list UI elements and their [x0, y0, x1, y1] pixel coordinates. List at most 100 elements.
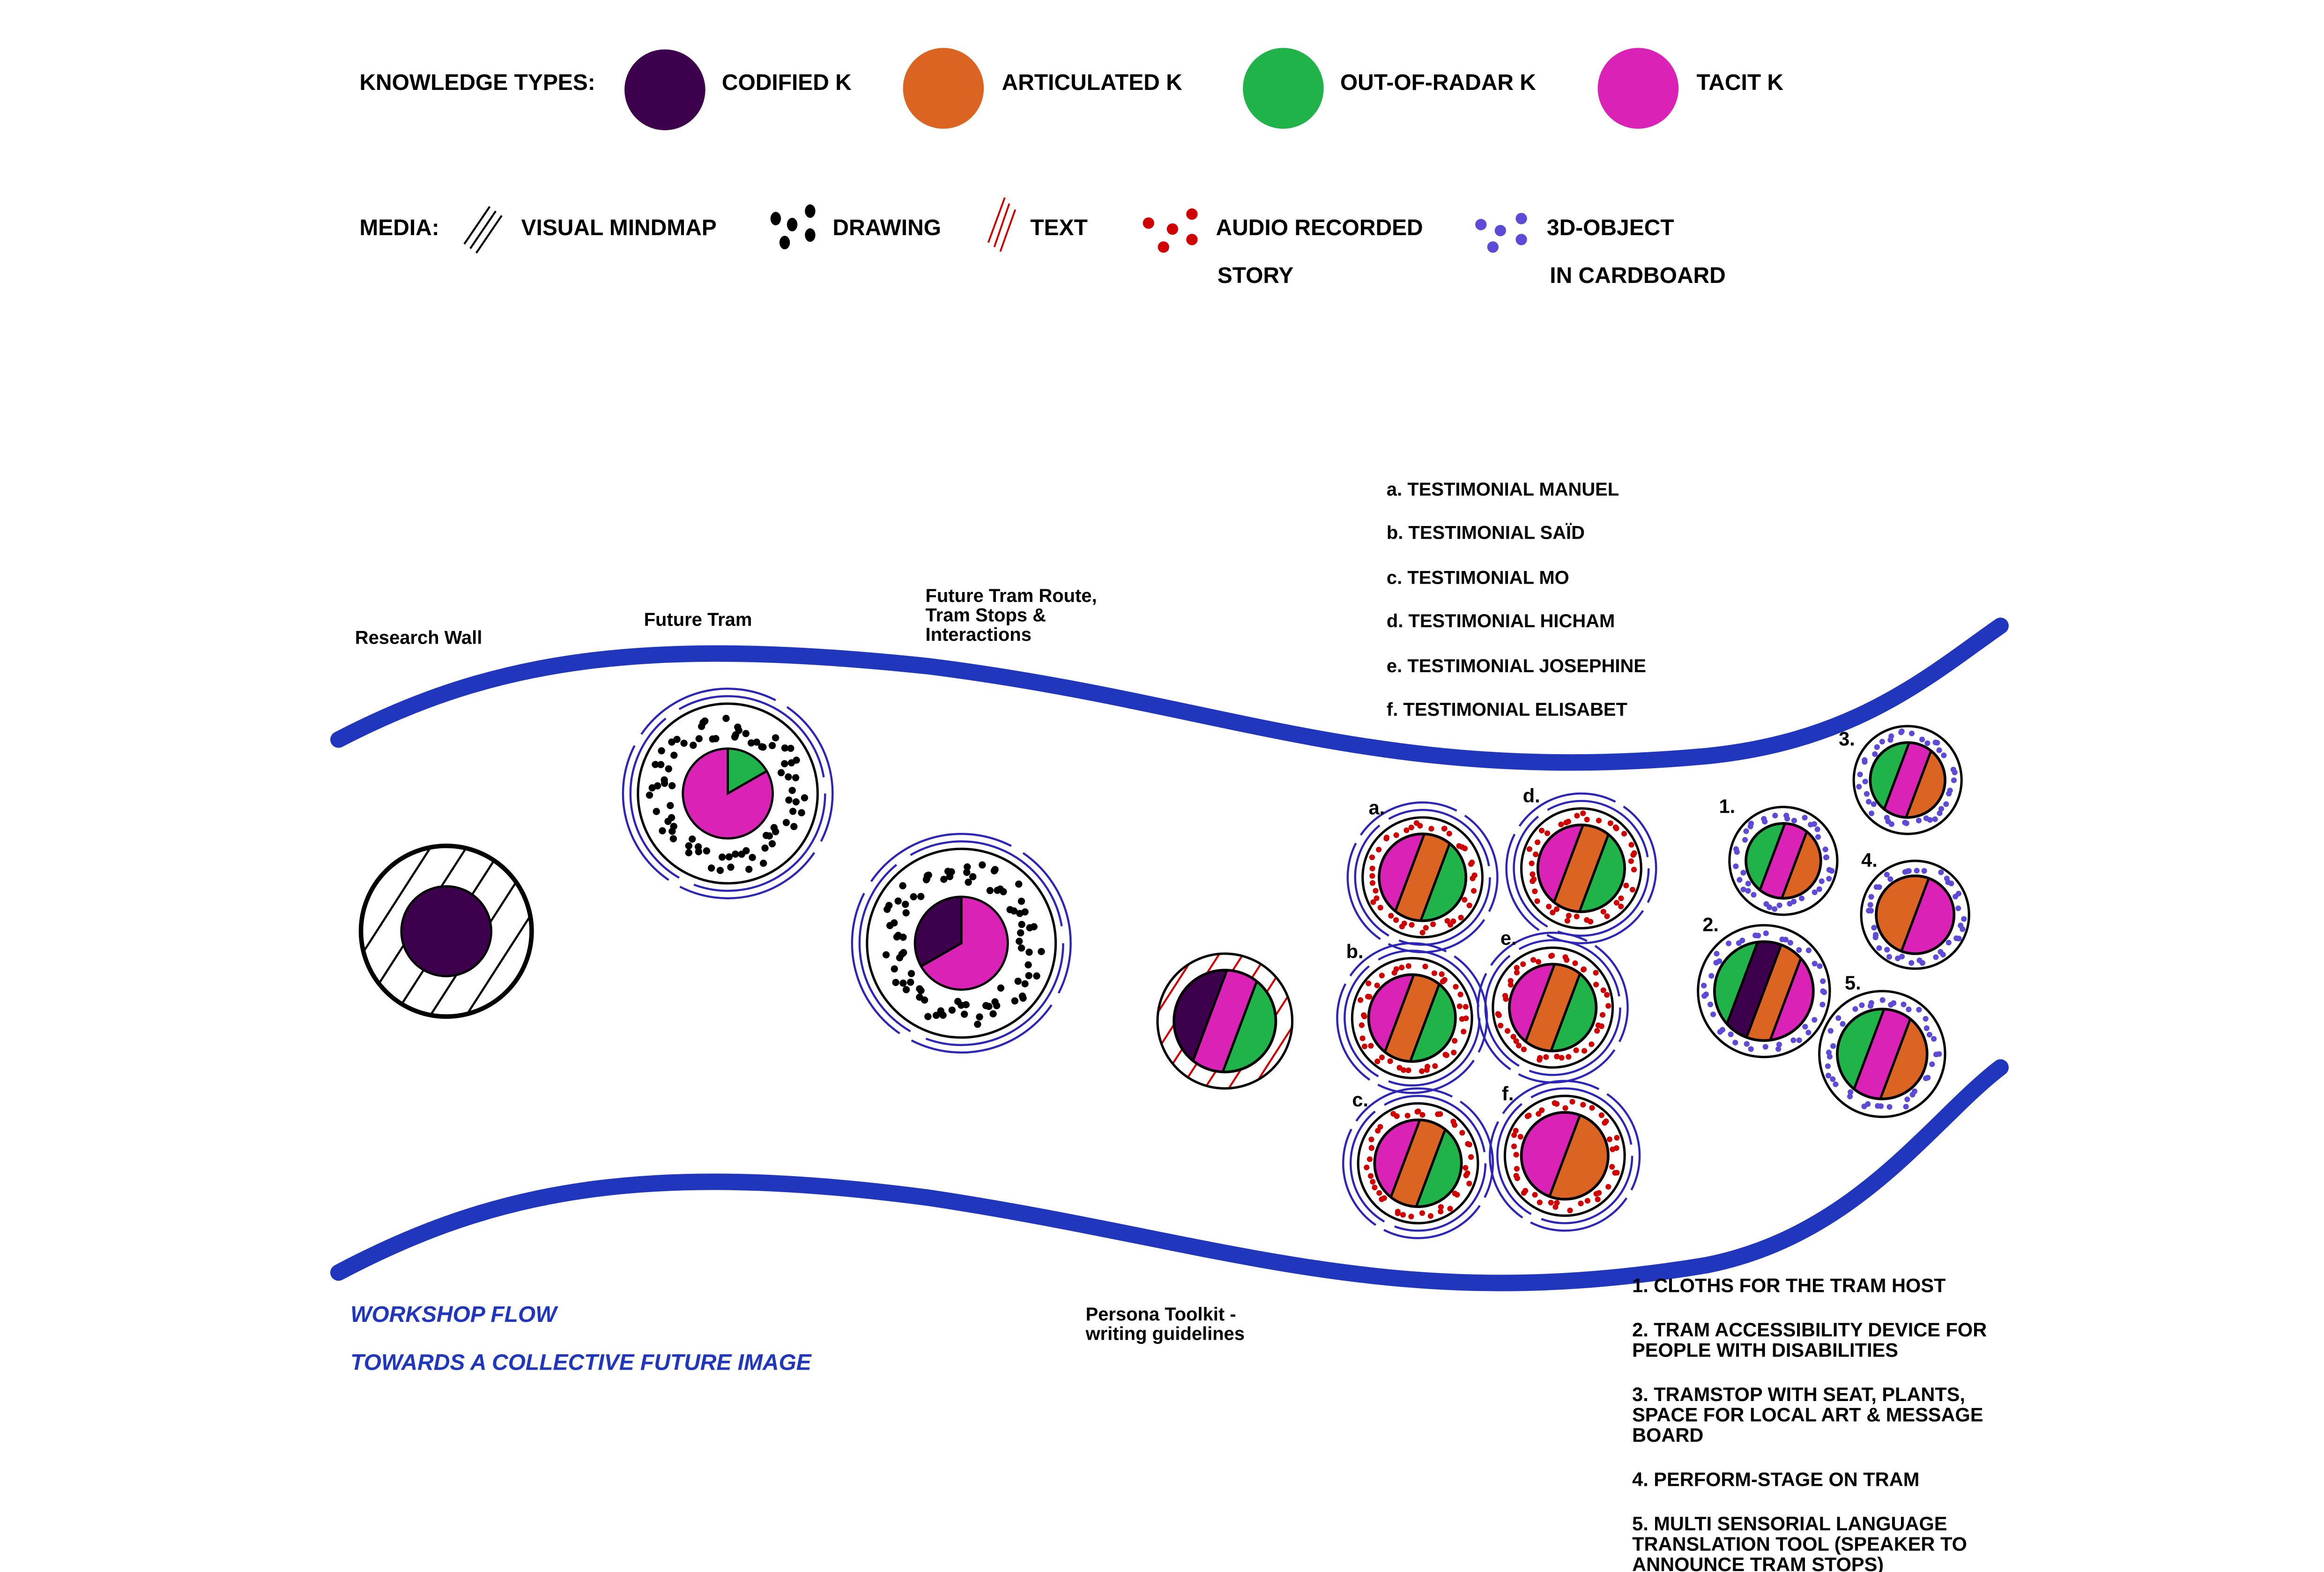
knowledge-stripes — [1379, 834, 1466, 921]
testimonial-circle-c: c. — [1342, 1087, 1494, 1239]
articulated-segment — [1543, 1112, 1608, 1200]
articulated-swatch-icon — [903, 48, 984, 129]
red-dots-icon — [1143, 208, 1198, 253]
workshop-flow-title: WORKSHOP FLOW — [350, 1302, 558, 1327]
red-lines-icon — [987, 197, 1017, 252]
route-label-line: Future Tram Route, — [926, 586, 1097, 606]
tacit-pie-slice — [920, 896, 1009, 991]
blue-rings-icon — [1477, 932, 1629, 1084]
tacit-segment — [1183, 970, 1267, 1072]
persona-label-line: writing guidelines — [1085, 1324, 1245, 1344]
knowledge-stripes — [1174, 970, 1276, 1072]
testimonial-letter: e. — [1500, 927, 1517, 949]
codified-pie-slice — [913, 896, 963, 968]
knowledge-stripes — [1837, 1009, 1927, 1099]
testimonial-circle-d: d. — [1505, 785, 1657, 944]
tacit-segment — [1537, 825, 1588, 912]
black-dots-icon — [770, 204, 816, 250]
object-dots — [1856, 728, 1958, 827]
testimonial-list-item: d. TESTIMONIAL HICHAM — [1387, 611, 1615, 631]
knowledge-stripes — [1374, 1120, 1462, 1207]
drawing-dots — [646, 715, 809, 874]
articulated-segment — [1376, 974, 1448, 1062]
blue-rings-icon — [1342, 1087, 1494, 1239]
object-list-item: 3. TRAMSTOP WITH SEAT, PLANTS, — [1632, 1383, 1965, 1405]
persona-label-line: Persona Toolkit - — [1085, 1304, 1236, 1325]
articulated-segment — [1517, 964, 1589, 1051]
tacit-swatch-icon — [1597, 48, 1679, 129]
route-circle — [851, 833, 1072, 1054]
testimonial-list-item: f. TESTIMONIAL ELISABET — [1387, 699, 1627, 720]
testimonial-circle-a: a. — [1346, 797, 1499, 953]
testimonial-list-item: c. TESTIMONIAL MO — [1387, 568, 1569, 588]
purple-dots-icon — [1475, 213, 1527, 253]
articulated-segment — [1901, 742, 1945, 818]
drawing-dots — [882, 861, 1045, 1028]
audio-label-line1: AUDIO RECORDED — [1216, 215, 1423, 240]
tacit-segment — [1896, 875, 1954, 954]
knowledge-types-legend: KNOWLEDGE TYPES: CODIFIED K ARTICULATED … — [359, 48, 1783, 131]
blue-rings-icon — [622, 688, 834, 899]
hatch-lines-icon — [463, 206, 503, 254]
out-of-radar-segment — [1746, 823, 1789, 898]
media-legend: MEDIA: VISUAL MINDMAP DRAWING TEXT — [359, 197, 1726, 288]
object-list-item: 2. TRAM ACCESSIBILITY DEVICE FOR — [1632, 1319, 1987, 1341]
knowledge-circles: a.b.c.d.e.f.1.2.3.4.5. — [358, 688, 1970, 1239]
articulated-segment — [1876, 875, 1935, 954]
audio-dots — [1369, 820, 1478, 936]
object-label-line2: IN CARDBOARD — [1550, 263, 1726, 288]
object-list-item: 5. MULTI SENSORIAL LANGUAGE — [1632, 1513, 1947, 1535]
tacit-segment — [1845, 1009, 1919, 1099]
testimonial-circle-e: e. — [1477, 927, 1629, 1084]
object-dots — [1866, 868, 1967, 966]
flow-upper-curve — [330, 617, 2009, 771]
object-list-item: ANNOUNCE TRAM STOPS) — [1632, 1553, 1884, 1572]
articulated-segment — [1777, 823, 1821, 898]
route-label: Future Tram Route, Tram Stops & Interact… — [926, 586, 1097, 645]
knowledge-stripes — [1714, 942, 1813, 1041]
testimonial-letter: f. — [1502, 1083, 1514, 1105]
tacit-segment — [1764, 942, 1813, 1041]
knowledge-stripes — [1870, 742, 1945, 818]
future-tram-label: Future Tram — [644, 609, 752, 630]
object-list-item: TRANSLATION TOOL (SPEAKER TO — [1632, 1533, 1967, 1555]
knowledge-stripes — [1876, 875, 1954, 954]
codified-label: CODIFIED K — [722, 70, 852, 95]
testimonial-letter: b. — [1346, 941, 1364, 963]
object-list-item: 4. PERFORM-STAGE ON TRAM — [1632, 1468, 1919, 1490]
object-number: 1. — [1719, 795, 1735, 817]
testimonial-list-item: a. TESTIMONIAL MANUEL — [1387, 479, 1619, 500]
object-circle-5: 5. — [1818, 972, 1946, 1118]
out-of-radar-segment — [1217, 970, 1276, 1072]
out-of-radar-segment — [1870, 742, 1914, 818]
testimonial-letter: c. — [1352, 1089, 1368, 1111]
blue-rings-icon — [1346, 801, 1499, 953]
articulated-segment — [1875, 1009, 1927, 1099]
testimonial-circle-f: f. — [1489, 1080, 1641, 1232]
audio-dots — [1364, 1108, 1474, 1220]
object-number: 2. — [1702, 913, 1719, 935]
knowledge-stripes — [1537, 825, 1625, 912]
object-list-item: SPACE FOR LOCAL ART & MESSAGE — [1632, 1403, 1983, 1425]
out-of-radar-segment — [1405, 974, 1455, 1062]
testimonial-circle-b: b. — [1336, 941, 1488, 1094]
object-dots — [1733, 813, 1835, 912]
knowledge-types-title: KNOWLEDGE TYPES: — [359, 70, 595, 95]
blue-rings-icon — [1336, 942, 1488, 1094]
audio-dots — [1358, 963, 1469, 1074]
research-wall-circle — [358, 844, 534, 1019]
object-number: 5. — [1845, 972, 1861, 994]
route-label-line: Interactions — [926, 624, 1032, 645]
out-of-radar-segment — [1714, 942, 1763, 1041]
object-circle-3: 3. — [1839, 725, 1963, 835]
blue-rings-icon — [1489, 1080, 1641, 1232]
knowledge-stripes — [1746, 823, 1821, 898]
out-of-radar-label: OUT-OF-RADAR K — [1340, 70, 1536, 95]
object-list-item: 1. CLOTHS FOR THE TRAM HOST — [1632, 1274, 1945, 1296]
articulated-segment — [1545, 825, 1617, 912]
media-title: MEDIA: — [359, 215, 439, 240]
codified-core — [400, 885, 493, 978]
blue-rings-icon — [1505, 792, 1657, 944]
text-media-label: TEXT — [1030, 215, 1088, 240]
